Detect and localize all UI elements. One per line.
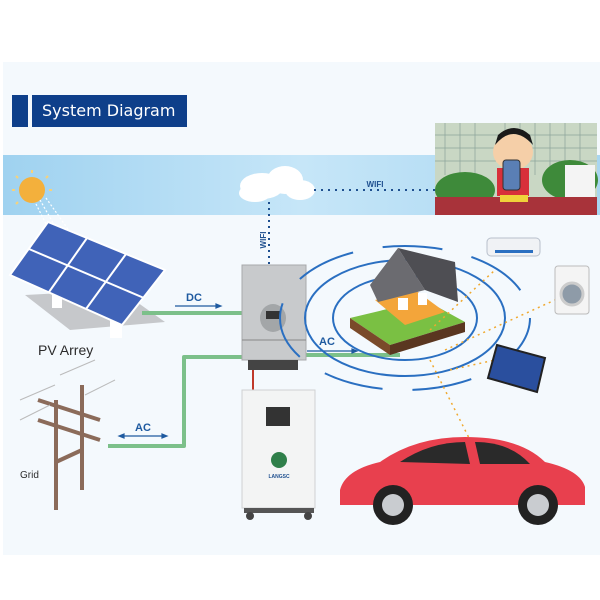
air-conditioner-icon: [486, 237, 541, 257]
house-icon: [350, 248, 465, 355]
battery-storage-icon: LANGSC: [241, 389, 316, 520]
page-title: System Diagram: [32, 95, 187, 127]
tablet-icon: [486, 343, 547, 394]
ac-grid-cable: [108, 355, 242, 448]
flow-arrows: [117, 303, 359, 439]
hybrid-inverter-icon: [241, 264, 307, 390]
dc-label: DC: [186, 292, 202, 304]
grid-label: Grid: [20, 470, 39, 481]
ac-house-label: AC: [319, 336, 335, 348]
electric-car-icon: [340, 437, 585, 525]
pv-array-label: PV Arrey: [38, 342, 94, 358]
solar-panel-icon: [8, 220, 167, 338]
utility-pole-icon: [19, 359, 116, 510]
battery-brand-logo: LANGSC: [268, 474, 290, 480]
wifi-label-vertical: WIFI: [259, 232, 268, 249]
user-with-phone-image: [435, 123, 598, 215]
cloud-icon: [239, 166, 315, 202]
ac-grid-label: AC: [135, 422, 151, 434]
title-accent: [12, 95, 28, 127]
wifi-label-horizontal: WIFI: [367, 180, 384, 189]
cables: [108, 311, 400, 448]
washing-machine-icon: [554, 265, 590, 315]
